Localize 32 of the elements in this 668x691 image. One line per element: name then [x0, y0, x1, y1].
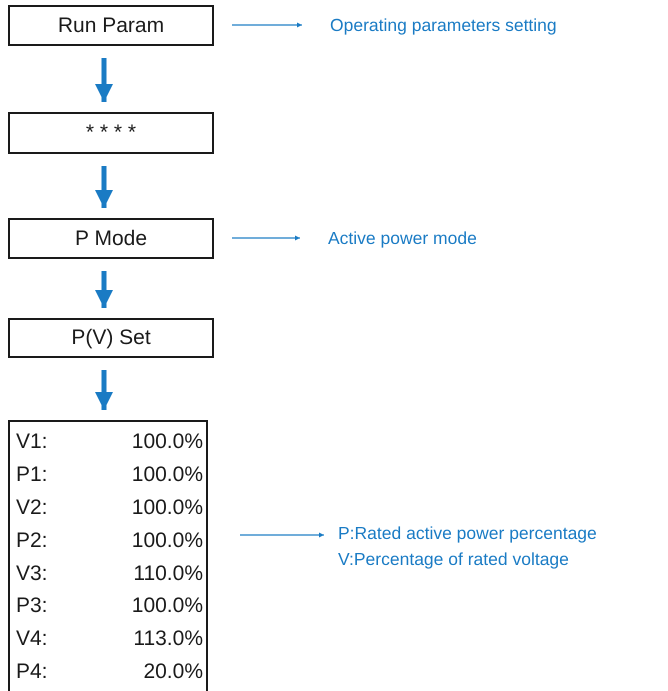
parameter-table: [8, 420, 208, 691]
description-text: P:Rated active power percentage: [338, 522, 598, 545]
arrow: [232, 22, 302, 28]
arrow: [95, 58, 113, 102]
parameter-name: P4:: [16, 659, 49, 686]
parameter-name: P2:: [16, 528, 49, 554]
parameter-name: P1:: [16, 462, 49, 488]
description-text: Active power mode: [328, 227, 478, 250]
arrow: [232, 236, 300, 240]
parameter-value: 100.0%: [130, 528, 203, 554]
menu-box: Run Param: [8, 5, 214, 46]
menu-box: * * * *: [8, 112, 214, 154]
parameter-value: 100.0%: [130, 462, 203, 488]
parameter-value: 20.0%: [142, 659, 203, 686]
parameter-value: 100.0%: [130, 593, 203, 620]
arrow: [240, 532, 324, 538]
menu-box: P Mode: [8, 218, 214, 259]
parameter-value: 110.0%: [132, 560, 203, 586]
arrow: [95, 271, 113, 308]
parameter-name: V4:: [16, 626, 49, 652]
parameter-value: 113.0%: [132, 626, 203, 652]
parameter-name: V1:: [16, 429, 49, 455]
parameter-name: V3:: [16, 560, 49, 586]
description-text: V:Percentage of rated voltage: [338, 548, 570, 571]
arrow: [95, 166, 113, 208]
parameter-value: 100.0%: [130, 429, 203, 455]
parameter-name: P3:: [16, 593, 49, 620]
parameter-value: 100.0%: [130, 494, 203, 521]
menu-box: P(V) Set: [8, 318, 214, 358]
arrow: [95, 370, 113, 410]
description-text: Operating parameters setting: [330, 14, 558, 37]
parameter-name: V2:: [16, 494, 49, 521]
